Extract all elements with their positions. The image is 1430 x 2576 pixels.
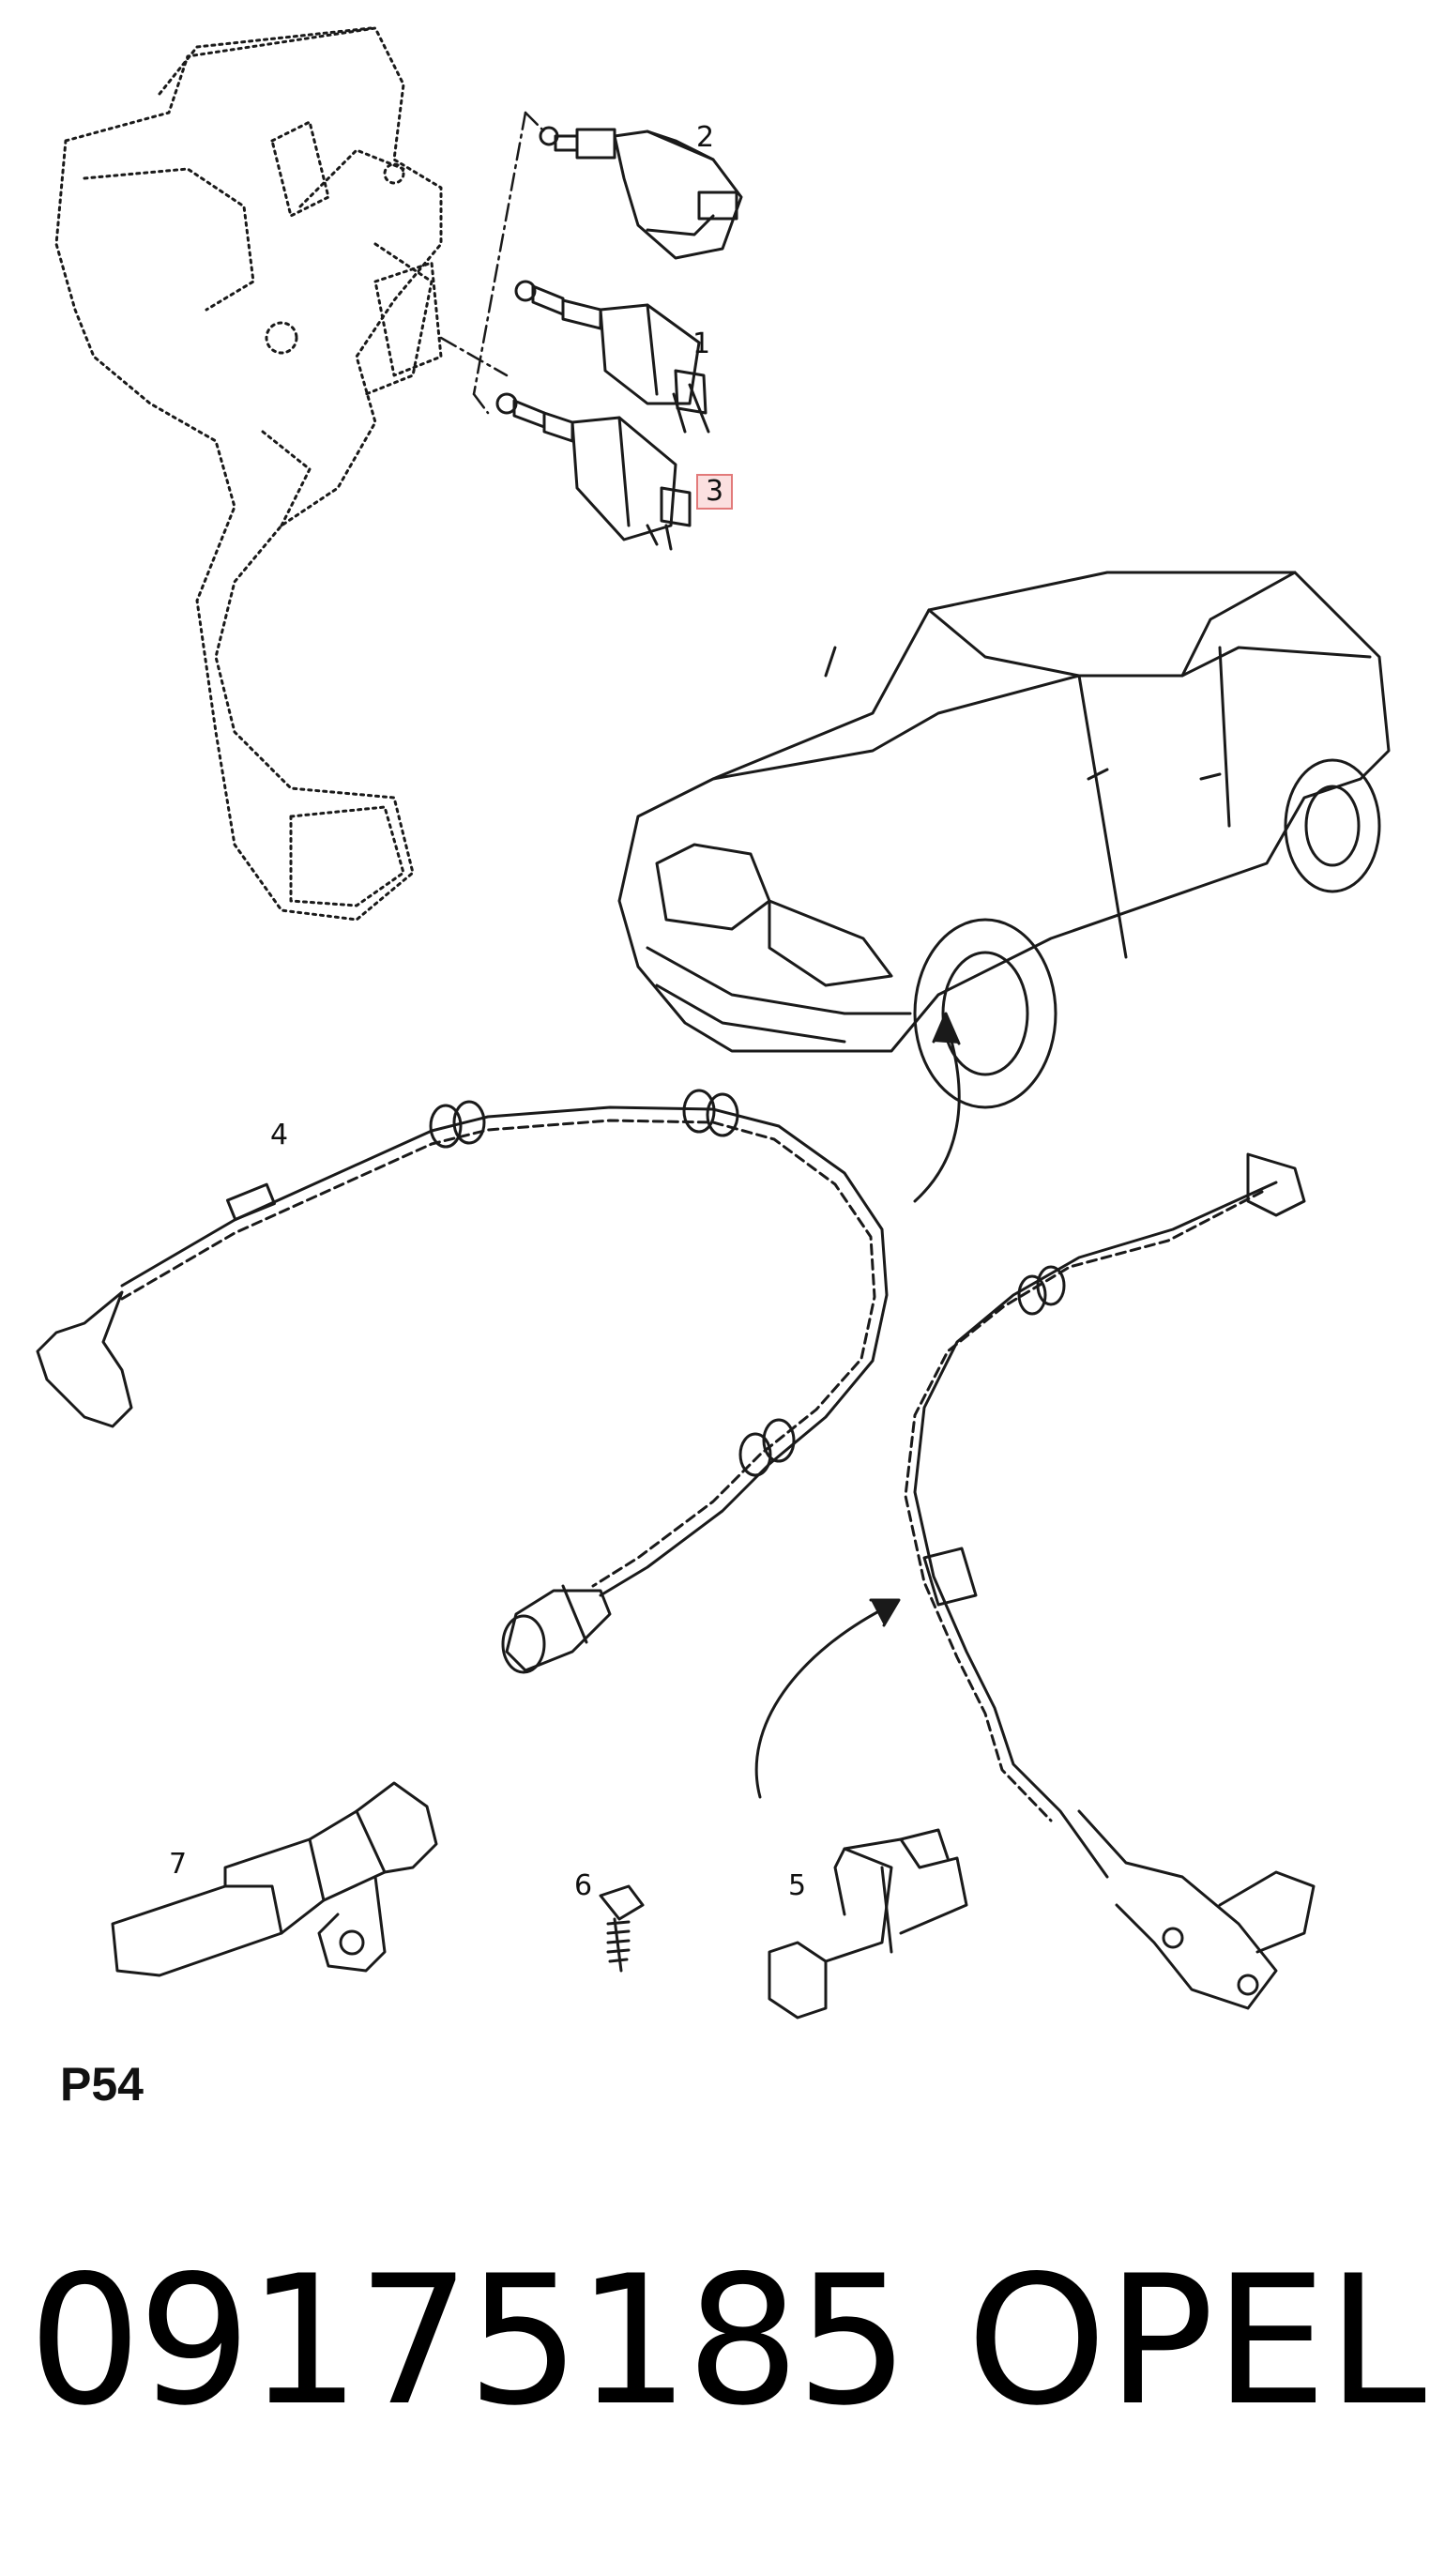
stop-light-switch-2-drawing: [539, 126, 743, 260]
callout-7: 7: [169, 1848, 188, 1881]
stop-light-switch-3-drawing: [495, 392, 692, 551]
bolt-6-drawing: [599, 1884, 645, 1973]
brand-name: OPEL: [966, 2237, 1427, 2445]
crankshaft-sensor-7-drawing: [111, 1781, 438, 1977]
footer: 09175185 OPEL: [0, 2252, 1430, 2459]
pointer-arrow-car: [913, 1012, 961, 1203]
callout-2: 2: [696, 121, 715, 154]
callout-1: 1: [692, 328, 711, 360]
part-number: 09175185: [28, 2237, 909, 2445]
callout-3-highlighted[interactable]: 3: [696, 474, 734, 510]
callout-4: 4: [270, 1119, 289, 1151]
callout-5: 5: [788, 1869, 807, 1902]
leader-lines: [439, 111, 546, 415]
abs-sensor-cable-drawing: [904, 1152, 1316, 2010]
pedal-assembly-drawing: [54, 26, 443, 922]
car-drawing: [617, 571, 1391, 1109]
parts-diagram: 2 1 3 4 7 6 5: [36, 26, 1391, 2020]
stop-light-switch-1-drawing: [514, 280, 710, 434]
pointer-arrow-clip: [754, 1598, 901, 1799]
wiring-harness-4-drawing: [36, 1089, 889, 1674]
callout-6: 6: [574, 1869, 593, 1902]
diagram-artwork: [36, 26, 1391, 2020]
clip-5-drawing: [768, 1828, 968, 2020]
page-code-label: P54: [60, 2058, 144, 2111]
